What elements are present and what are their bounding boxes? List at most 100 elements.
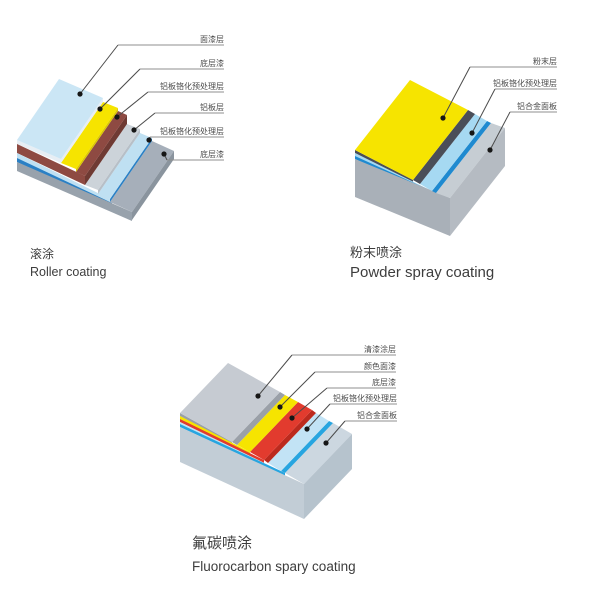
callout-pretreat-bottom: 铝板铬化预处理层 <box>146 126 224 143</box>
callout-primer: 底层漆 <box>97 58 224 112</box>
callout-leader-line <box>99 68 141 110</box>
callout-label: 铝板铬化预处理层 <box>160 81 224 91</box>
powder-spray-coating-diagram: 粉末层 铝板铬化预处理层 铝合金面板 粉末喷涂 Powder spray coa… <box>350 56 557 281</box>
roller-topcoat-face <box>17 79 103 159</box>
fluoro-front-blue <box>180 424 285 476</box>
callout-dot <box>440 115 446 121</box>
callout-label: 清漆涂层 <box>364 344 396 354</box>
callout-dot <box>97 106 103 112</box>
callout-label: 铝板层 <box>200 102 224 112</box>
callout-label: 底层漆 <box>372 377 396 387</box>
callout-panel: 铝合金面板 <box>487 101 557 153</box>
callout-dot <box>146 137 152 143</box>
roller-stack <box>17 79 174 221</box>
roller-pretreat-top-face <box>76 111 127 176</box>
roller-title-zh: 滚涂 <box>30 246 54 261</box>
fluoro-clearcoat-edge <box>232 392 285 445</box>
callout-leader-line <box>489 111 511 151</box>
callout-primer: 底层漆 <box>289 377 396 421</box>
callout-label: 铝板铬化预处理层 <box>493 78 557 88</box>
callout-leader-line <box>471 88 496 134</box>
fluoro-callouts: 清漆涂层 颜色面漆 底层漆 铝板铬化预处理层 <box>255 344 397 446</box>
callout-leader-line <box>291 387 328 419</box>
callout-dot <box>77 91 83 97</box>
callout-panel: 铝合金面板 <box>323 410 397 446</box>
callout-dot <box>487 147 493 153</box>
roller-pretreat-bottom-face <box>98 133 152 199</box>
fluoro-primer-edge <box>264 410 316 463</box>
roller-front-topcoat <box>17 140 61 163</box>
callout-leader-line <box>279 371 316 408</box>
fluoro-pretreat-edge <box>281 421 333 473</box>
fluoro-primer-face <box>250 402 312 460</box>
fluoro-panel-front <box>180 427 304 519</box>
roller-pretreat-top-step <box>85 115 127 185</box>
callout-label: 底层漆 <box>200 58 224 68</box>
powder-panel-top <box>436 123 505 198</box>
callout-label: 粉末层 <box>533 56 557 66</box>
callout-label: 铝合金面板 <box>517 101 557 111</box>
powder-pretreat-edge <box>432 121 491 193</box>
callout-dot <box>114 114 120 120</box>
callout-label: 底层漆 <box>200 149 224 159</box>
callout-leader-line <box>442 66 471 119</box>
callout-leader-line <box>306 403 331 430</box>
roller-topcoat-step <box>61 98 103 163</box>
callout-pretreat-top: 铝板铬化预处理层 <box>114 81 224 120</box>
callout-label: 铝板铬化预处理层 <box>333 393 397 403</box>
callout-dot <box>131 127 137 133</box>
roller-base-side <box>132 151 174 220</box>
callout-leader-line <box>257 354 293 397</box>
callout-topcoat: 面漆层 <box>77 34 224 97</box>
callout-label: 面漆层 <box>200 34 224 44</box>
callout-dot <box>255 393 261 399</box>
fluoro-front-red <box>180 419 264 463</box>
roller-title-en: Roller coating <box>30 265 106 279</box>
powder-stack <box>355 80 505 236</box>
powder-panel-front <box>355 159 450 236</box>
roller-front-pretreat <box>17 144 85 185</box>
fluoro-title-zh: 氟碳喷涂 <box>192 535 252 552</box>
callout-label: 颜色面漆 <box>364 361 396 371</box>
callout-pretreat: 铝板铬化预处理层 <box>304 393 397 432</box>
callout-alum: 铝板层 <box>131 102 224 133</box>
callout-dot <box>469 130 475 136</box>
callout-leader-line <box>79 44 119 95</box>
roller-alum-face <box>85 124 140 190</box>
roller-primer-face <box>61 102 118 169</box>
powder-title-en: Powder spray coating <box>350 264 494 281</box>
powder-layer-edge <box>413 110 475 184</box>
callout-colorcoat: 颜色面漆 <box>277 361 396 410</box>
roller-front-base <box>17 162 132 221</box>
fluorocarbon-spray-coating-diagram: 清漆涂层 颜色面漆 底层漆 铝板铬化预处理层 <box>180 344 397 574</box>
callout-leader-line <box>116 91 149 118</box>
callout-label: 铝合金面板 <box>357 410 397 420</box>
callout-clearcoat: 清漆涂层 <box>255 344 396 399</box>
fluoro-panel-top <box>285 423 352 484</box>
callout-base: 底层漆 <box>161 149 224 161</box>
callout-dot <box>289 415 295 421</box>
powder-callouts: 粉末层 铝板铬化预处理层 铝合金面板 <box>440 56 557 153</box>
callout-dot <box>304 426 310 432</box>
callout-label: 铝板铬化预处理层 <box>160 126 224 136</box>
roller-alum-step <box>98 129 140 194</box>
callout-dot <box>161 151 167 157</box>
callout-leader-line <box>325 420 346 444</box>
roller-primer-step <box>76 108 118 172</box>
fluoro-stack <box>180 363 352 519</box>
powder-title-zh: 粉末喷涂 <box>350 245 402 260</box>
roller-pretreat-bottom-step <box>110 138 152 202</box>
fluoro-panel-right <box>304 434 352 519</box>
powder-panel-right <box>450 128 505 236</box>
callout-pretreat: 铝板铬化预处理层 <box>469 78 557 136</box>
callout-powder-layer: 粉末层 <box>440 56 557 121</box>
roller-base-face <box>110 141 174 212</box>
callout-dot <box>277 404 283 410</box>
fluoro-clearcoat-face <box>180 363 280 442</box>
callout-dot <box>323 440 329 446</box>
fluoro-title-en: Fluorocarbon spary coating <box>192 559 356 574</box>
roller-callouts: 面漆层 底层漆 铝板铬化预处理层 铝板层 <box>77 34 224 161</box>
roller-coating-diagram: 面漆层 底层漆 铝板铬化预处理层 铝板层 <box>17 34 224 279</box>
